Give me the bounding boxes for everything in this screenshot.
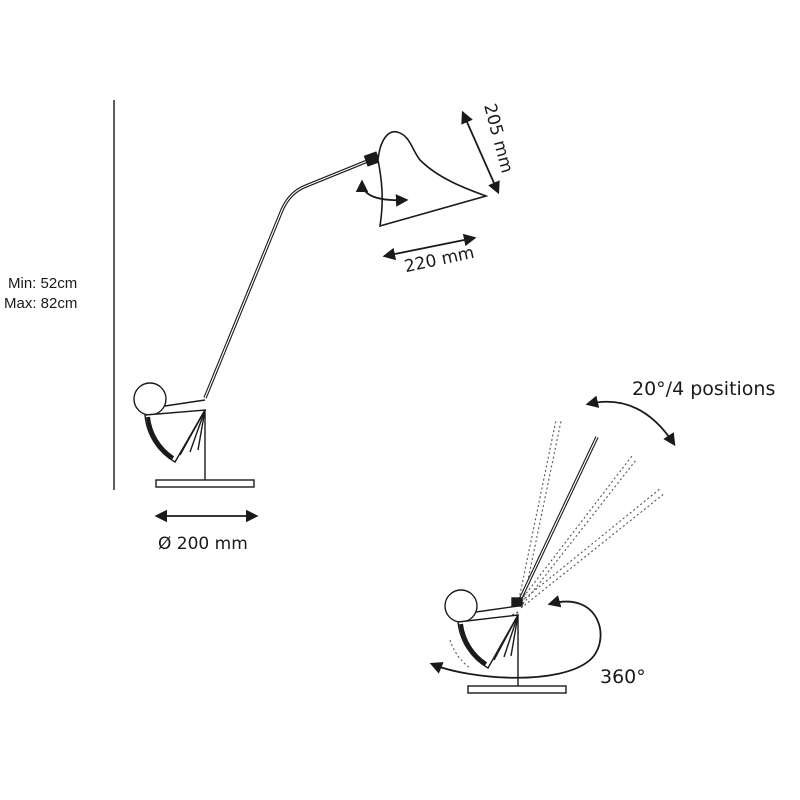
lamp-base [155, 479, 255, 488]
shade-height-arrow [461, 110, 500, 195]
main-lamp [133, 131, 489, 488]
articulation-lamp [444, 419, 666, 694]
rotation-label: 360° [600, 666, 646, 688]
base-diameter-label: Ø 200 mm [158, 534, 248, 554]
tilt-range-arrow [585, 395, 676, 447]
height-max-label: Max: 82cm [4, 295, 78, 312]
lamp-base-2 [467, 685, 567, 694]
counterweight-ball-2 [444, 589, 478, 623]
shade-joint [363, 151, 381, 167]
lamp-arm [203, 158, 371, 399]
counterweight-ball [133, 382, 167, 416]
shade-tilt-arrow [355, 179, 409, 207]
counterweight-arm [164, 399, 206, 407]
rotation-arrow [429, 595, 602, 679]
shade-width-arrow [382, 233, 477, 261]
tilt-positions-label: 20°/4 positions [632, 378, 776, 400]
lamp-shade [377, 131, 489, 228]
height-min-label: Min: 52cm [8, 275, 78, 292]
